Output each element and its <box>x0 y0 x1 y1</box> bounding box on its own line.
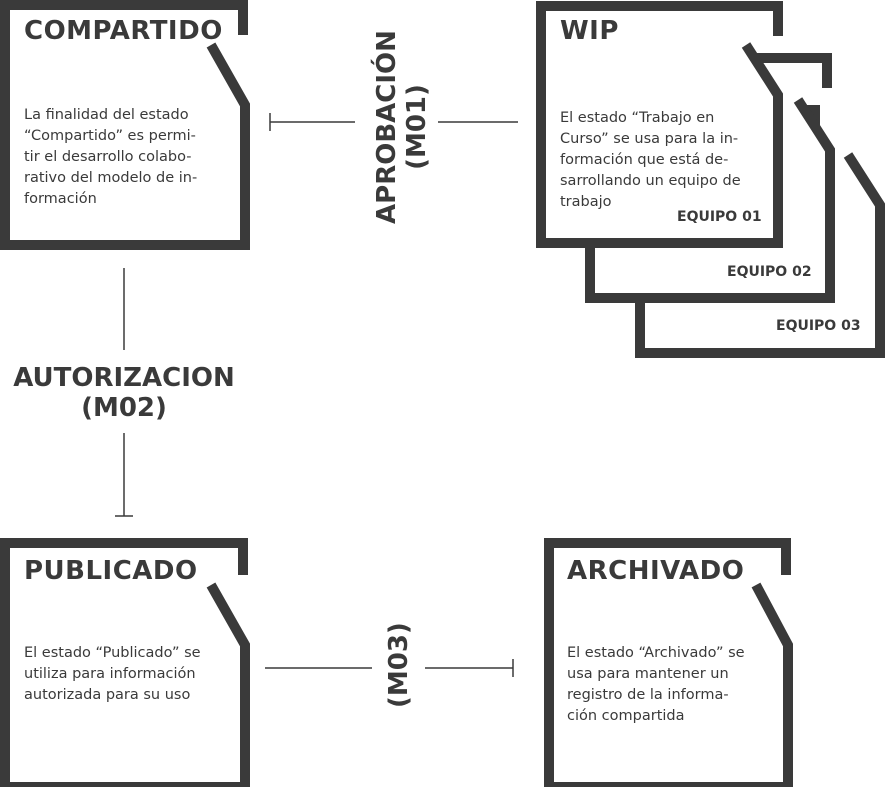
archivado-line: registro de la informa- <box>567 687 729 703</box>
team-label-equipo-02: EQUIPO 02 <box>727 264 812 280</box>
compartido-frame <box>0 0 250 250</box>
autorizacion-label-code: (M02) <box>81 393 167 423</box>
publicado-description: El estado “Publicado” se utiliza para in… <box>24 643 201 706</box>
wip-line: Curso” se usa para la in- <box>560 131 739 147</box>
compartido-description: La finalidad del estado “Compartido” es … <box>24 105 197 210</box>
aprobacion-label-code: (M01) <box>402 84 432 170</box>
archivado-line: ción compartida <box>567 708 685 724</box>
team-label-equipo-01: EQUIPO 01 <box>677 209 762 225</box>
publicado-line: utiliza para información <box>24 666 196 682</box>
team-label-equipo-03: EQUIPO 03 <box>776 318 861 334</box>
wip-line: El estado “Trabajo en <box>560 110 715 126</box>
autorizacion-label-name: AUTORIZACION <box>13 363 235 393</box>
compartido-line: formación <box>24 191 97 207</box>
archivado-line: El estado “Archivado” se <box>567 645 745 661</box>
publicado-line: autorizada para su uso <box>24 687 191 703</box>
publicado-line: El estado “Publicado” se <box>24 645 201 661</box>
wip-description: El estado “Trabajo en Curso” se usa para… <box>560 108 741 213</box>
wip-line: formación que está de- <box>560 152 729 168</box>
archivado-description: El estado “Archivado” se usa para manten… <box>567 643 745 727</box>
m03-label-code: (M03) <box>384 622 414 708</box>
compartido-line: “Compartido” es permi- <box>24 128 196 144</box>
publicado-title: PUBLICADO <box>24 556 198 586</box>
wip-line: sarrollando un equipo de <box>560 173 741 189</box>
wip-frame-equipo-01 <box>536 1 783 248</box>
m03-label: (M03) <box>384 622 414 708</box>
archivado-line: usa para mantener un <box>567 666 729 682</box>
wip-title: WIP <box>560 16 619 46</box>
compartido-title: COMPARTIDO <box>24 16 223 46</box>
compartido-line: rativo del modelo de in- <box>24 170 198 186</box>
aprobacion-label: APROBACIÓN (M01) <box>372 27 432 227</box>
archivado-title: ARCHIVADO <box>567 556 745 586</box>
wip-line: trabajo <box>560 194 612 210</box>
aprobacion-label-name: APROBACIÓN <box>372 30 402 224</box>
publicado-frame <box>0 538 250 787</box>
archivado-frame <box>544 538 793 787</box>
autorizacion-label: AUTORIZACION (M02) <box>4 363 244 423</box>
compartido-line: tir el desarrollo colabo- <box>24 149 192 165</box>
compartido-line: La finalidad del estado <box>24 107 189 123</box>
